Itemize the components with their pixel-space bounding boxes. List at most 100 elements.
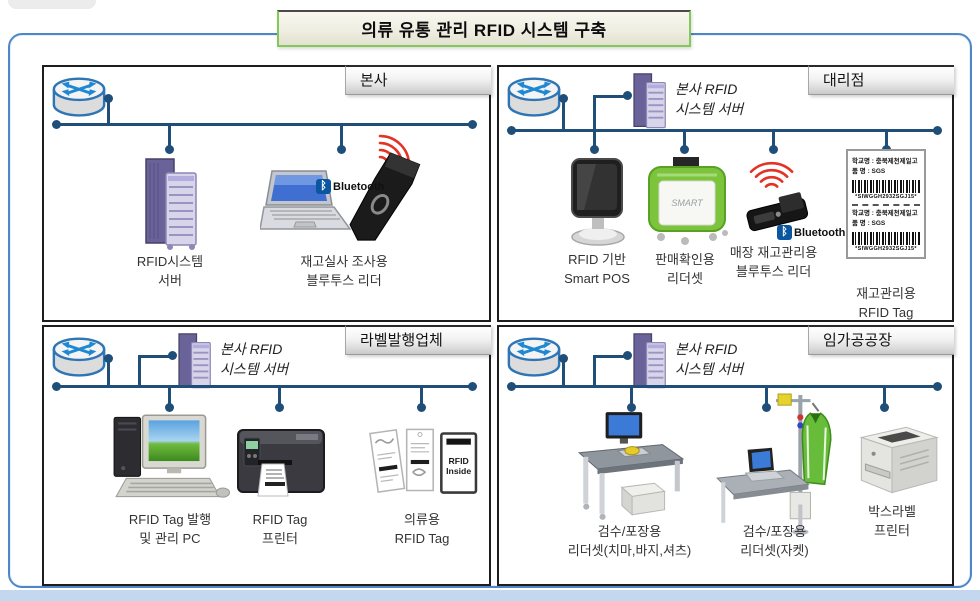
packing-station-icon <box>716 393 832 535</box>
junction-dot <box>880 403 889 412</box>
laser-printer-icon <box>859 426 939 494</box>
junction-dot <box>680 145 689 154</box>
tag-line: 품 명 : SGS <box>852 220 886 228</box>
bus-line <box>278 385 281 405</box>
panel-label-company-tab: 라벨발행업체 <box>345 325 491 355</box>
junction-dot <box>507 126 516 135</box>
barcode <box>852 231 920 245</box>
tag-code: *SIWGGH2932SGJ15* <box>855 193 917 200</box>
junction-dot <box>168 351 177 360</box>
bus-line <box>56 385 476 388</box>
caption-box-label-printer: 박스라벨 프린터 <box>868 504 916 538</box>
diagram-title-box: 의류 유통 관리 RFID 시스템 구축 <box>277 10 691 47</box>
bluetooth-badge: ᛒ Bluetooth <box>777 225 845 240</box>
junction-dot <box>623 91 632 100</box>
caption-rfid-server: RFID시스템 서버 <box>136 254 204 288</box>
bus-line <box>765 385 768 405</box>
junction-dot <box>933 382 942 391</box>
bluetooth-label: Bluetooth <box>333 180 385 193</box>
junction-dot <box>417 403 426 412</box>
caption-station-jackets: 검수/포장용 리더셋(자켓) <box>740 524 809 558</box>
panel-headquarters: 본사 RFID시스템 서버 <box>42 65 491 322</box>
bluetooth-badge: ᛒ Bluetooth <box>316 179 384 194</box>
junction-dot <box>627 403 636 412</box>
junction-dot <box>275 403 284 412</box>
server-tower-icon <box>633 73 666 129</box>
bluetooth-label: Bluetooth <box>794 226 846 239</box>
bus-line <box>420 385 423 405</box>
panel-agency: 대리점 본사 RFID 시스템 서버 <box>497 65 954 322</box>
caption-hq-server: 본사 RFID 시스템 서버 <box>220 341 289 378</box>
bus-line <box>772 129 775 147</box>
tag-line: 품 명 : SGS <box>852 168 886 176</box>
caption-tag-pc: RFID Tag 발행 및 관리 PC <box>128 512 212 546</box>
bluetooth-reader-icon <box>746 192 809 232</box>
junction-dot <box>762 403 771 412</box>
laptop-icon <box>260 170 352 230</box>
bus-line <box>168 385 171 405</box>
panel-headquarters-tab: 본사 <box>345 65 491 95</box>
bus-line <box>593 95 596 149</box>
tag-code: *SIWGGH2932SGJ15* <box>855 245 917 252</box>
page-footer-strip <box>0 590 980 601</box>
tag-line: 학교명 : 충북제천제일고 <box>852 209 918 217</box>
caption-clothing-tag: 의류용 RFID Tag <box>394 512 450 546</box>
bus-line <box>593 355 596 385</box>
caption-hq-server: 본사 RFID 시스템 서버 <box>675 341 744 378</box>
inspection-station-icon <box>577 412 685 520</box>
caption-hq-server: 본사 RFID 시스템 서버 <box>675 81 744 118</box>
rf-waves-icon <box>749 161 794 188</box>
caption-inventory-tag: 재고관리용 RFID Tag <box>856 286 916 320</box>
caption-bluetooth-reader: 재고실사 조사용 블루투스 리더 <box>300 254 388 288</box>
tag-section: 학교명 : 충북제천제일고 품 명 : SGS *SIWGGH2932SGJ15… <box>852 203 920 254</box>
hang-tags-icon: RFID Inside <box>369 428 478 494</box>
caption-tag-printer: RFID Tag 프린터 <box>252 512 308 546</box>
panel-agency-tab: 대리점 <box>808 65 954 95</box>
bus-line <box>630 385 633 405</box>
junction-dot <box>468 120 477 129</box>
junction-dot <box>623 351 632 360</box>
rfid-tag-label: 학교명 : 충북제천제일고 품 명 : SGS *SIWGGH2932SGJ15… <box>846 149 926 259</box>
diagram-title: 의류 유통 관리 RFID 시스템 구축 <box>361 21 607 40</box>
junction-dot <box>590 145 599 154</box>
bluetooth-icon: ᛒ <box>777 225 792 240</box>
bus-line <box>107 98 110 123</box>
bus-line <box>56 123 476 126</box>
junction-dot <box>769 145 778 154</box>
bus-line <box>168 123 171 147</box>
bus-line <box>562 98 565 129</box>
bus-line <box>511 129 941 132</box>
caption-smart-pos: RFID 기반 Smart POS <box>564 252 630 286</box>
smart-pos-icon <box>571 158 625 246</box>
barcode <box>852 179 920 193</box>
junction-dot <box>165 403 174 412</box>
router-icon <box>52 337 106 377</box>
page-decoration <box>8 0 96 9</box>
server-tower-icon <box>633 333 666 389</box>
router-icon <box>507 337 561 377</box>
tag-printer-icon <box>237 429 325 497</box>
tag-section: 학교명 : 충북제천제일고 품 명 : SGS *SIWGGH2932SGJ15… <box>852 154 920 202</box>
caption-store-bt-reader: 매장 재고관리용 블루투스 리더 <box>729 245 818 279</box>
tag-line: 학교명 : 충북제천제일고 <box>852 158 918 165</box>
junction-dot <box>933 126 942 135</box>
server-tower-icon <box>178 333 211 389</box>
sales-reader-icon: SMART <box>648 157 728 245</box>
panel-factory-tab: 임가공공장 <box>808 325 954 355</box>
junction-dot <box>165 145 174 154</box>
panel-factory: 임가공공장 본사 RFID 시스템 서버 <box>497 325 954 586</box>
caption-sales-reader: 판매확인용 리더셋 <box>655 252 715 286</box>
router-icon <box>52 77 106 117</box>
bus-line <box>511 385 941 388</box>
svg-text:Inside: Inside <box>446 466 471 476</box>
bus-line <box>593 95 629 98</box>
bus-line <box>883 385 886 405</box>
handheld-reader-icon <box>349 152 421 241</box>
junction-dot <box>52 120 61 129</box>
server-tower-icon <box>145 158 197 250</box>
junction-dot <box>507 382 516 391</box>
junction-dot <box>337 145 346 154</box>
bus-line <box>138 355 174 358</box>
junction-dot <box>468 382 477 391</box>
